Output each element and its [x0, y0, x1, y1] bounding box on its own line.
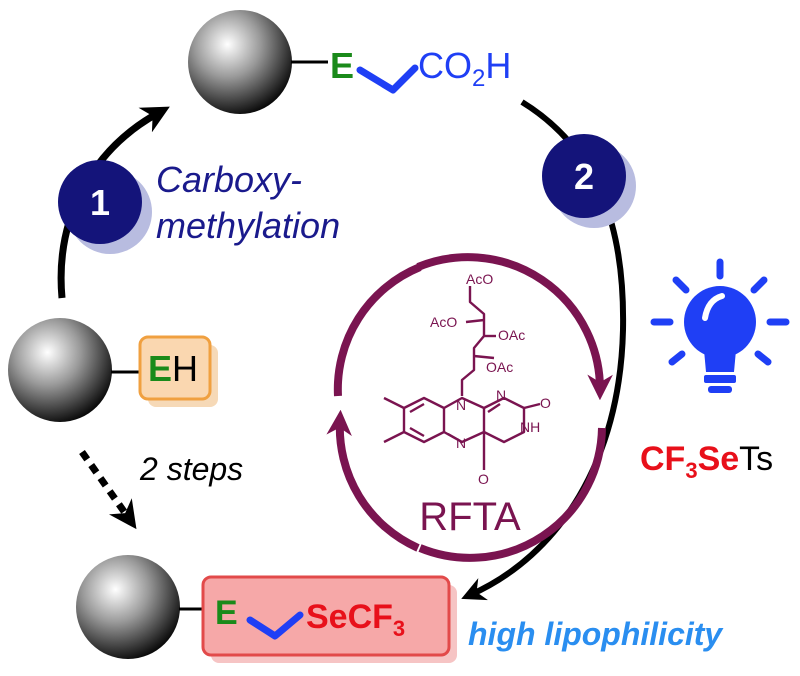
product-box [201, 575, 451, 657]
rfta-structure [383, 286, 541, 470]
svg-text:O: O [540, 395, 551, 411]
eh-box [138, 335, 212, 401]
rfta-atom-labels: AcO AcO OAc OAc N N N O NH O [430, 271, 551, 487]
step-1-label-line2: methylation [156, 205, 340, 246]
light-bulb-icon [650, 258, 790, 393]
step-1-label-line1: Carboxy- [156, 159, 302, 200]
svg-text:OAc: OAc [486, 359, 513, 375]
rfta-label: RFTA [419, 495, 521, 539]
solid-support-sphere-bottom [76, 555, 180, 659]
svg-text:OAc: OAc [498, 327, 525, 343]
step-2-number: 2 [574, 156, 594, 197]
step-1-number: 1 [90, 182, 110, 223]
element-e-top: E [330, 45, 354, 86]
svg-text:N: N [496, 387, 506, 403]
photocatalyst-cycle: AcO AcO OAc OAc N N N O NH O RFTA [326, 253, 613, 562]
svg-text:O: O [478, 471, 489, 487]
two-steps-label: 2 steps [139, 451, 243, 487]
catalyst-arc-right [416, 253, 613, 401]
svg-text:AcO: AcO [430, 314, 457, 330]
eh-label: EH [148, 348, 198, 389]
secf3-label: SeCF3 [306, 598, 405, 641]
catalyst-arc-right-lower [418, 427, 606, 562]
svg-text:AcO: AcO [466, 271, 493, 287]
dotted-arrow-two-steps [79, 449, 137, 530]
svg-text:N: N [456, 397, 466, 413]
svg-text:N: N [456, 435, 466, 451]
svg-text:NH: NH [520, 419, 540, 435]
catalyst-arc-left-lower [326, 409, 420, 552]
element-e-bottom: E [215, 594, 238, 632]
methylene-bond-top [356, 64, 419, 94]
high-lipophilicity-label: high lipophilicity [468, 616, 724, 652]
solid-support-sphere-left [8, 318, 112, 422]
methylene-bond-bottom [246, 611, 304, 640]
catalyst-arc-left-upper [333, 263, 422, 397]
reagent-label: CF3SeTs [640, 440, 773, 483]
carboxyl-label: CO2H [418, 45, 511, 92]
step-2-badge [542, 134, 626, 218]
solid-support-sphere-top [188, 10, 292, 114]
step-1-badge [58, 160, 142, 244]
